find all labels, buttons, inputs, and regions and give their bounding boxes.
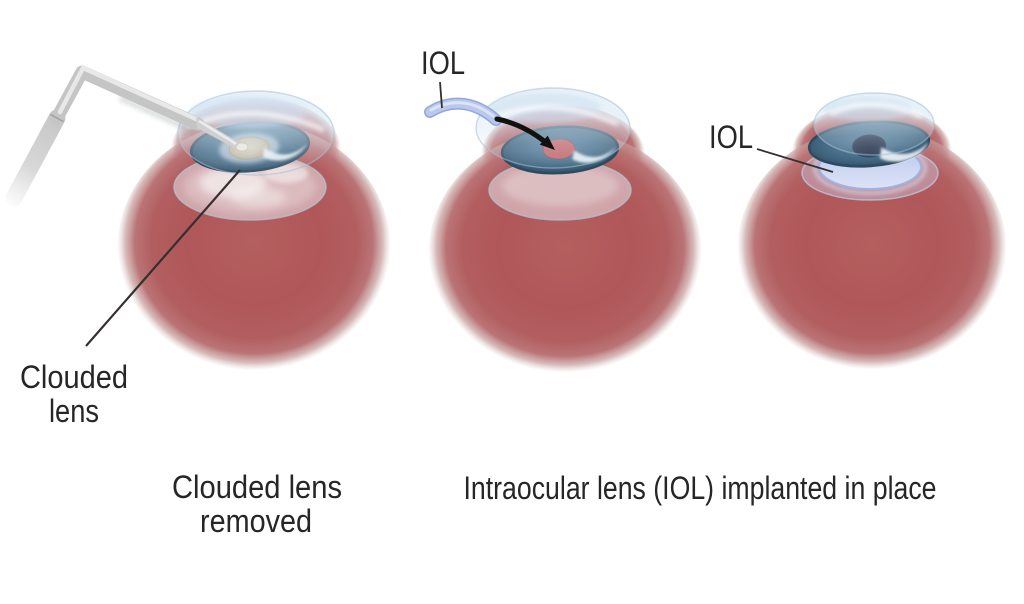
eye-clouded-lens-removal: Clouded lens Clouded lens removed: [5, 65, 391, 539]
capsule-glow: [502, 166, 618, 206]
arrow-head: [539, 135, 555, 150]
insertion-arrow: [494, 116, 555, 150]
clouded-lens-label-line2: lens: [49, 393, 99, 429]
probe-seam: [50, 113, 64, 123]
probe-tip: [235, 142, 249, 152]
eye-iol-implanted: IOL: [709, 92, 1007, 377]
probe-taper-highlight: [198, 119, 237, 146]
cornea-specular: [829, 102, 923, 120]
probe-highlight: [57, 65, 199, 122]
iol-leader-line: [439, 81, 443, 109]
caption-left-line2: removed: [200, 503, 312, 539]
clouded-lens-leader-line: [85, 169, 241, 347]
clouded-wisp: [230, 187, 286, 207]
caption-left-line1: Clouded lens: [172, 469, 342, 505]
probe-handpiece: [5, 109, 66, 207]
probe-shadow: [118, 95, 197, 135]
cornea-tint: [824, 97, 912, 121]
clouded-lens-label-line1: Clouded: [20, 359, 128, 395]
caption-right: Intraocular lens (IOL) implanted in plac…: [464, 470, 937, 506]
iol-label-inserting: IOL: [421, 45, 465, 81]
eye-iol-insertion: IOL: [421, 45, 702, 380]
phaco-probe: [5, 65, 249, 207]
eyeball-sphere: [737, 127, 1007, 377]
iol-lens-floating: [424, 97, 502, 126]
iol-leader-line: [756, 148, 834, 173]
arrow-shaft: [494, 116, 547, 144]
iris-highlight-crescent: [880, 141, 929, 162]
iol-label-implanted: IOL: [709, 119, 753, 155]
iol-highlight: [429, 101, 495, 118]
